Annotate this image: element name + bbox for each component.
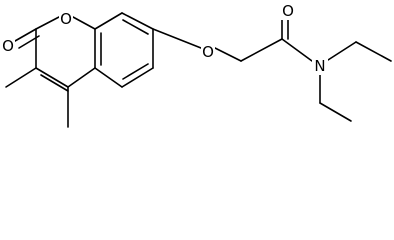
- bond-co-n: [281, 38, 313, 62]
- bond-c7-oether: [152, 28, 202, 49]
- bond-o1-c8a: [72, 16, 96, 30]
- bond-c2-o1: [35, 16, 60, 30]
- bond-c5-c4a: [94, 67, 123, 88]
- molecule-canvas: O O O O N: [1, 2, 392, 128]
- bond-ethyl2-ch3: [319, 102, 352, 122]
- atom-n-amide: N: [312, 57, 328, 75]
- bond-c8a-c8: [94, 12, 123, 30]
- bond-c4-c4a: [67, 67, 96, 88]
- bond-n-ethyl1-ch2: [327, 41, 357, 61]
- atom-o-amide: O: [281, 2, 295, 20]
- bond-c6-c5-a: [121, 67, 154, 88]
- bond-layer: [5, 12, 392, 128]
- atom-label-o-ether: O: [202, 43, 214, 61]
- bond-c8-c7-a: [121, 12, 154, 30]
- atom-label-o-lactone-carbonyl: O: [2, 37, 14, 55]
- atom-label-o-ring: O: [60, 10, 72, 28]
- bond-ethyl1-ch3: [355, 41, 392, 62]
- atom-label-o-amide: O: [282, 2, 294, 20]
- bond-ch2-co: [240, 38, 283, 62]
- atom-o-ring: O: [59, 10, 73, 28]
- structural-formula: O O O O N: [1, 2, 392, 128]
- atom-o-ether: O: [201, 43, 215, 61]
- atom-o-lactone-carbonyl: O: [1, 37, 15, 55]
- bond-oether-ch2: [214, 47, 242, 62]
- bond-c6-c5-b: [122, 63, 149, 80]
- bond-c3-methyl: [5, 67, 37, 88]
- atom-label-n-amide: N: [314, 57, 325, 75]
- bond-c3-c4-b: [40, 74, 69, 92]
- bond-c2-oxo-a: [14, 28, 37, 42]
- bond-c3-c4-a: [35, 67, 69, 88]
- bond-c8-c7-b: [122, 19, 149, 35]
